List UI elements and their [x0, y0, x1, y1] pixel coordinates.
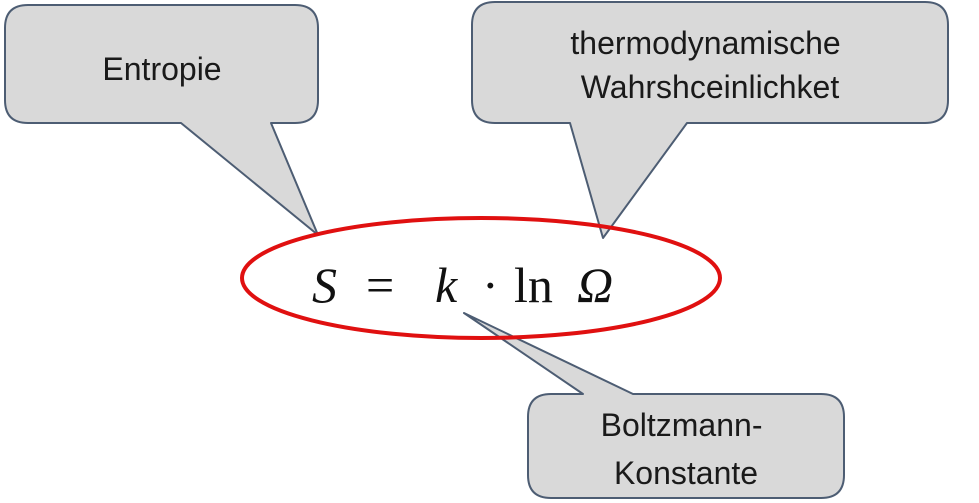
formula: S = k · ln Ω [312, 257, 613, 313]
callout-probability-line-2: Wahrshceinlichket [581, 69, 840, 105]
callout-entropy-text: Entropie [102, 51, 221, 87]
callout-boltzmann-shape [463, 312, 845, 499]
callout-probability-line-1: thermodynamische [570, 25, 840, 61]
callout-boltzmann: Boltzmann- Konstante [463, 312, 845, 499]
callout-entropy: Entropie [4, 4, 319, 236]
callout-entropy-line-1: Entropie [102, 51, 221, 87]
formula-equals: = [366, 257, 394, 313]
callout-probability: thermodynamische Wahrshceinlichket [471, 1, 949, 239]
callout-boltzmann-text: Boltzmann- Konstante [601, 407, 772, 491]
callout-probability-shape [471, 1, 949, 239]
formula-dot: · [482, 257, 499, 313]
callout-entropy-shape [4, 4, 319, 236]
formula-symbol-omega: Ω [577, 257, 613, 313]
highlight-ellipse [240, 216, 722, 340]
formula-symbol-k: k [435, 257, 458, 313]
callout-boltzmann-line-2: Konstante [614, 455, 758, 491]
callout-boltzmann-line-1: Boltzmann- [601, 407, 763, 443]
formula-ln: ln [514, 257, 553, 313]
formula-symbol-s: S [312, 257, 337, 313]
callout-probability-text: thermodynamische Wahrshceinlichket [570, 25, 849, 105]
